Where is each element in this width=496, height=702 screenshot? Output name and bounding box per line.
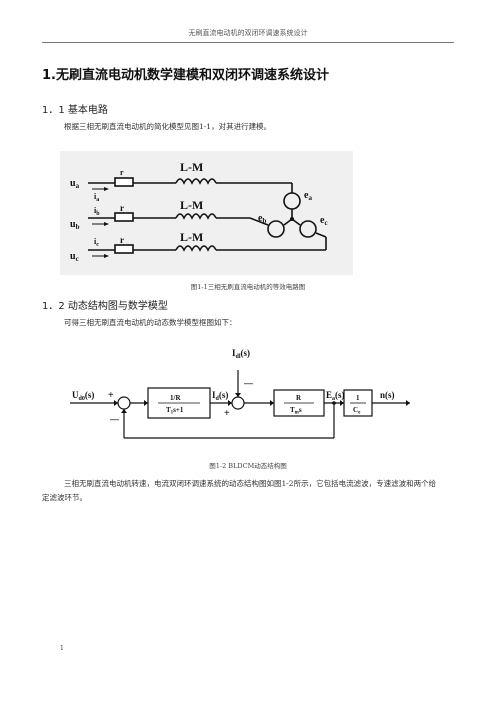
label-rb: r (120, 203, 124, 213)
label-block2-num: R (296, 394, 302, 402)
label-lm-b: L-M (180, 198, 203, 212)
label-eb: eb (258, 213, 266, 225)
label-lm-c: L-M (180, 230, 203, 244)
label-idl: Idl(s) (232, 348, 250, 360)
label-output: n(s) (380, 390, 395, 400)
label-ra: r (120, 168, 124, 177)
label-block3-den: Ce (353, 406, 361, 416)
label-rc: r (120, 235, 124, 245)
equivalent-circuit-diagram: ua ub uc ia ib ic r r r L-M L-M L-M ea e… (70, 160, 328, 263)
section-heading-basic-circuit: 1．1 基本电路 (42, 105, 108, 116)
label-e: Ea(s) (326, 390, 345, 402)
figure-equivalent-circuit: ua ub uc ia ib ic r r r L-M L-M L-M ea e… (60, 151, 353, 275)
section-heading-dynamic-model: 1．2 动态结构图与数学模型 (42, 301, 168, 312)
paragraph-dynamic-model: 可得三相无刷直流电动机的动态数学模型框图如下： (64, 318, 237, 327)
label-id: Id(s) (212, 390, 228, 402)
label-minus-1: — (109, 414, 120, 424)
document-title: 1.无刷直流电动机数学建模和双闭环调速系统设计 (42, 68, 329, 83)
bldcm-block-diagram: Ud0(s) + — 1/R T1s+1 Id(s) Idl(s) — + R … (70, 348, 410, 439)
closing-paragraph: 三相无刷直流电动机转速，电流双闭环调速系统的动态结构图如图1-2所示，它包括电流… (42, 479, 437, 502)
label-plus-1: + (108, 390, 114, 401)
label-ic: ic (94, 237, 99, 248)
label-block1-num: 1/R (170, 394, 181, 402)
label-block3-num: 1 (356, 394, 360, 402)
label-block2-den: Tms (290, 406, 302, 416)
label-ub: ub (70, 219, 80, 231)
label-block1-den: T1s+1 (166, 406, 184, 416)
label-ua: ua (70, 178, 80, 190)
figure-1-caption: 图1-1三相无刷直流电动机的等效电路图 (190, 283, 306, 291)
figure-2-caption: 图1-2 BLDCM动态结构图 (209, 462, 287, 470)
label-minus-2: — (243, 378, 254, 388)
label-uc: uc (70, 251, 79, 263)
label-ib: ib (94, 206, 100, 217)
paragraph-basic-circuit: 根据三相无刷直流电动机的简化模型见图1-1，对其进行建模。 (64, 122, 272, 131)
header-rule (42, 42, 454, 43)
page-header: 无刷直流电动机的双闭环调速系统设计 (188, 29, 308, 37)
label-lm-a: L-M (180, 160, 203, 174)
label-ec: ec (320, 215, 328, 227)
label-plus-2: + (224, 408, 230, 419)
label-input: Ud0(s) (72, 390, 94, 402)
page-number: 1 (60, 645, 64, 652)
label-ea: ea (304, 190, 312, 202)
figure-block-diagram: Ud0(s) + — 1/R T1s+1 Id(s) Idl(s) — + R … (60, 340, 416, 450)
label-ia: ia (94, 192, 99, 203)
